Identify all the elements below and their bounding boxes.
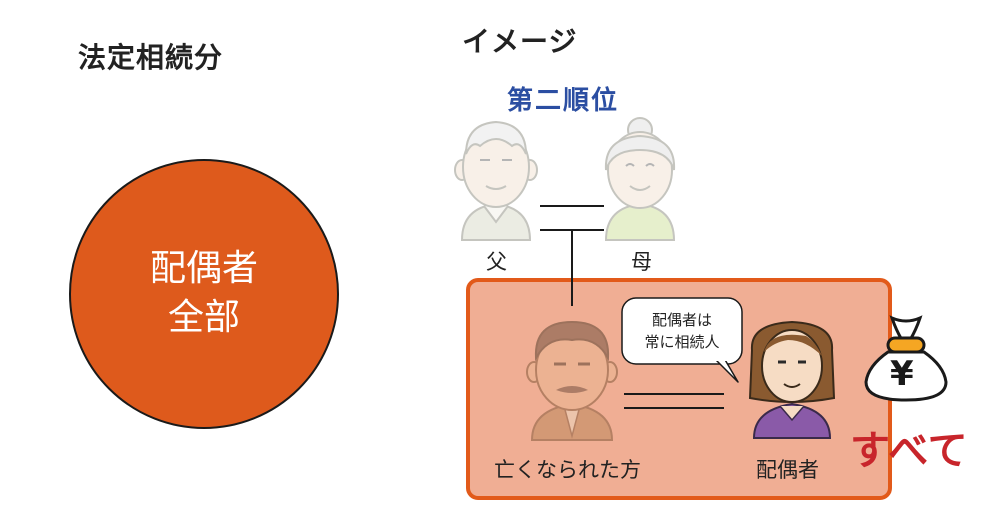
spouse-label: 配偶者 — [756, 458, 819, 482]
second-rank-label: 第二順位 — [507, 86, 620, 116]
circle-label-line1: 配偶者 — [149, 248, 258, 290]
circle-label-line2: 全部 — [167, 297, 240, 338]
deceased-figure — [526, 320, 618, 441]
spouse-figure — [748, 320, 836, 439]
speech-bubble — [621, 297, 743, 383]
father-figure — [454, 120, 538, 241]
image-title: イメージ — [462, 25, 578, 58]
yen-symbol: ¥ — [890, 354, 914, 394]
bubble-line2: 常に相続人 — [644, 332, 720, 351]
all-label: すべて — [850, 428, 969, 474]
deceased-label: 亡くなられた方 — [494, 458, 641, 482]
money-bag-icon — [864, 315, 948, 402]
legal-share-title: 法定相続分 — [78, 41, 224, 74]
bubble-text: 配偶者は 常に相続人 — [628, 310, 736, 354]
father-label: 父 — [486, 250, 507, 274]
circle-label: 配偶者 全部 — [70, 160, 338, 428]
mother-label: 母 — [631, 250, 652, 274]
bubble-line1: 配偶者は — [651, 311, 712, 329]
mother-figure — [604, 117, 676, 241]
